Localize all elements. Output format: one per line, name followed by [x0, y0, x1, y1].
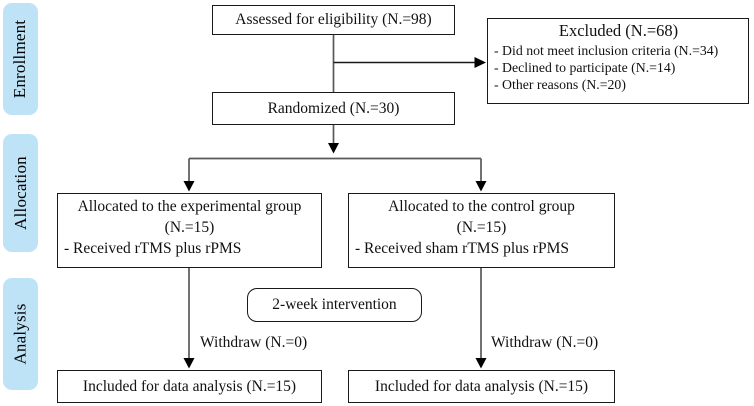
arrowhead-included-left	[183, 358, 195, 369]
box-included-right-text: Included for data analysis (N.=15)	[374, 377, 589, 395]
box-included-right: Included for data analysis (N.=15)	[348, 370, 615, 403]
stage-enrollment: Enrollment	[3, 3, 38, 115]
arrowhead-randomized	[328, 143, 339, 154]
box-control-line2: (N.=15)	[456, 218, 507, 236]
stage-analysis-label: Analysis	[10, 303, 30, 365]
box-control: Allocated to the control group (N.=15) -…	[348, 193, 615, 268]
box-control-line1: Allocated to the control group	[388, 198, 575, 215]
stage-enrollment-label: Enrollment	[10, 19, 30, 99]
box-experimental-line1: Allocated to the experimental group	[77, 198, 302, 215]
box-excluded-title: Excluded (N.=68)	[558, 21, 679, 40]
box-randomized: Randomized (N.=30)	[212, 92, 455, 125]
box-experimental-line3: - Received rTMS plus rPMS	[64, 239, 242, 257]
excluded-reason-1: - Did not meet inclusion criteria (N.=34…	[494, 42, 719, 58]
box-experimental-line2: (N.=15)	[164, 218, 215, 236]
box-assessed: Assessed for eligibility (N.=98)	[212, 5, 455, 35]
box-control-line3: - Received sham rTMS plus rPMS	[355, 239, 569, 257]
stage-allocation: Allocation	[3, 134, 38, 252]
box-included-left: Included for data analysis (N.=15)	[57, 370, 322, 403]
excluded-reason-2: - Declined to participate (N.=14)	[494, 59, 676, 75]
withdraw-left-label: Withdraw (N.=0)	[200, 334, 308, 351]
box-assessed-text: Assessed for eligibility (N.=98)	[235, 11, 432, 28]
arrowhead-control	[475, 181, 487, 192]
arrowhead-included-right	[475, 358, 487, 369]
box-randomized-text: Randomized (N.=30)	[267, 99, 400, 117]
excluded-reason-3: - Other reasons (N.=20)	[494, 76, 626, 92]
box-excluded: Excluded (N.=68) - Did not meet inclusio…	[487, 18, 749, 104]
arrowhead-experimental	[183, 181, 195, 192]
stage-analysis: Analysis	[3, 278, 38, 390]
box-intervention: 2-week intervention	[247, 288, 422, 322]
box-intervention-text: 2-week intervention	[272, 296, 397, 313]
stage-allocation-label: Allocation	[10, 156, 30, 230]
arrowhead-excluded	[474, 57, 486, 68]
withdraw-right-label: Withdraw (N.=0)	[491, 334, 599, 351]
box-experimental: Allocated to the experimental group (N.=…	[57, 193, 322, 268]
box-included-left-text: Included for data analysis (N.=15)	[82, 377, 297, 395]
